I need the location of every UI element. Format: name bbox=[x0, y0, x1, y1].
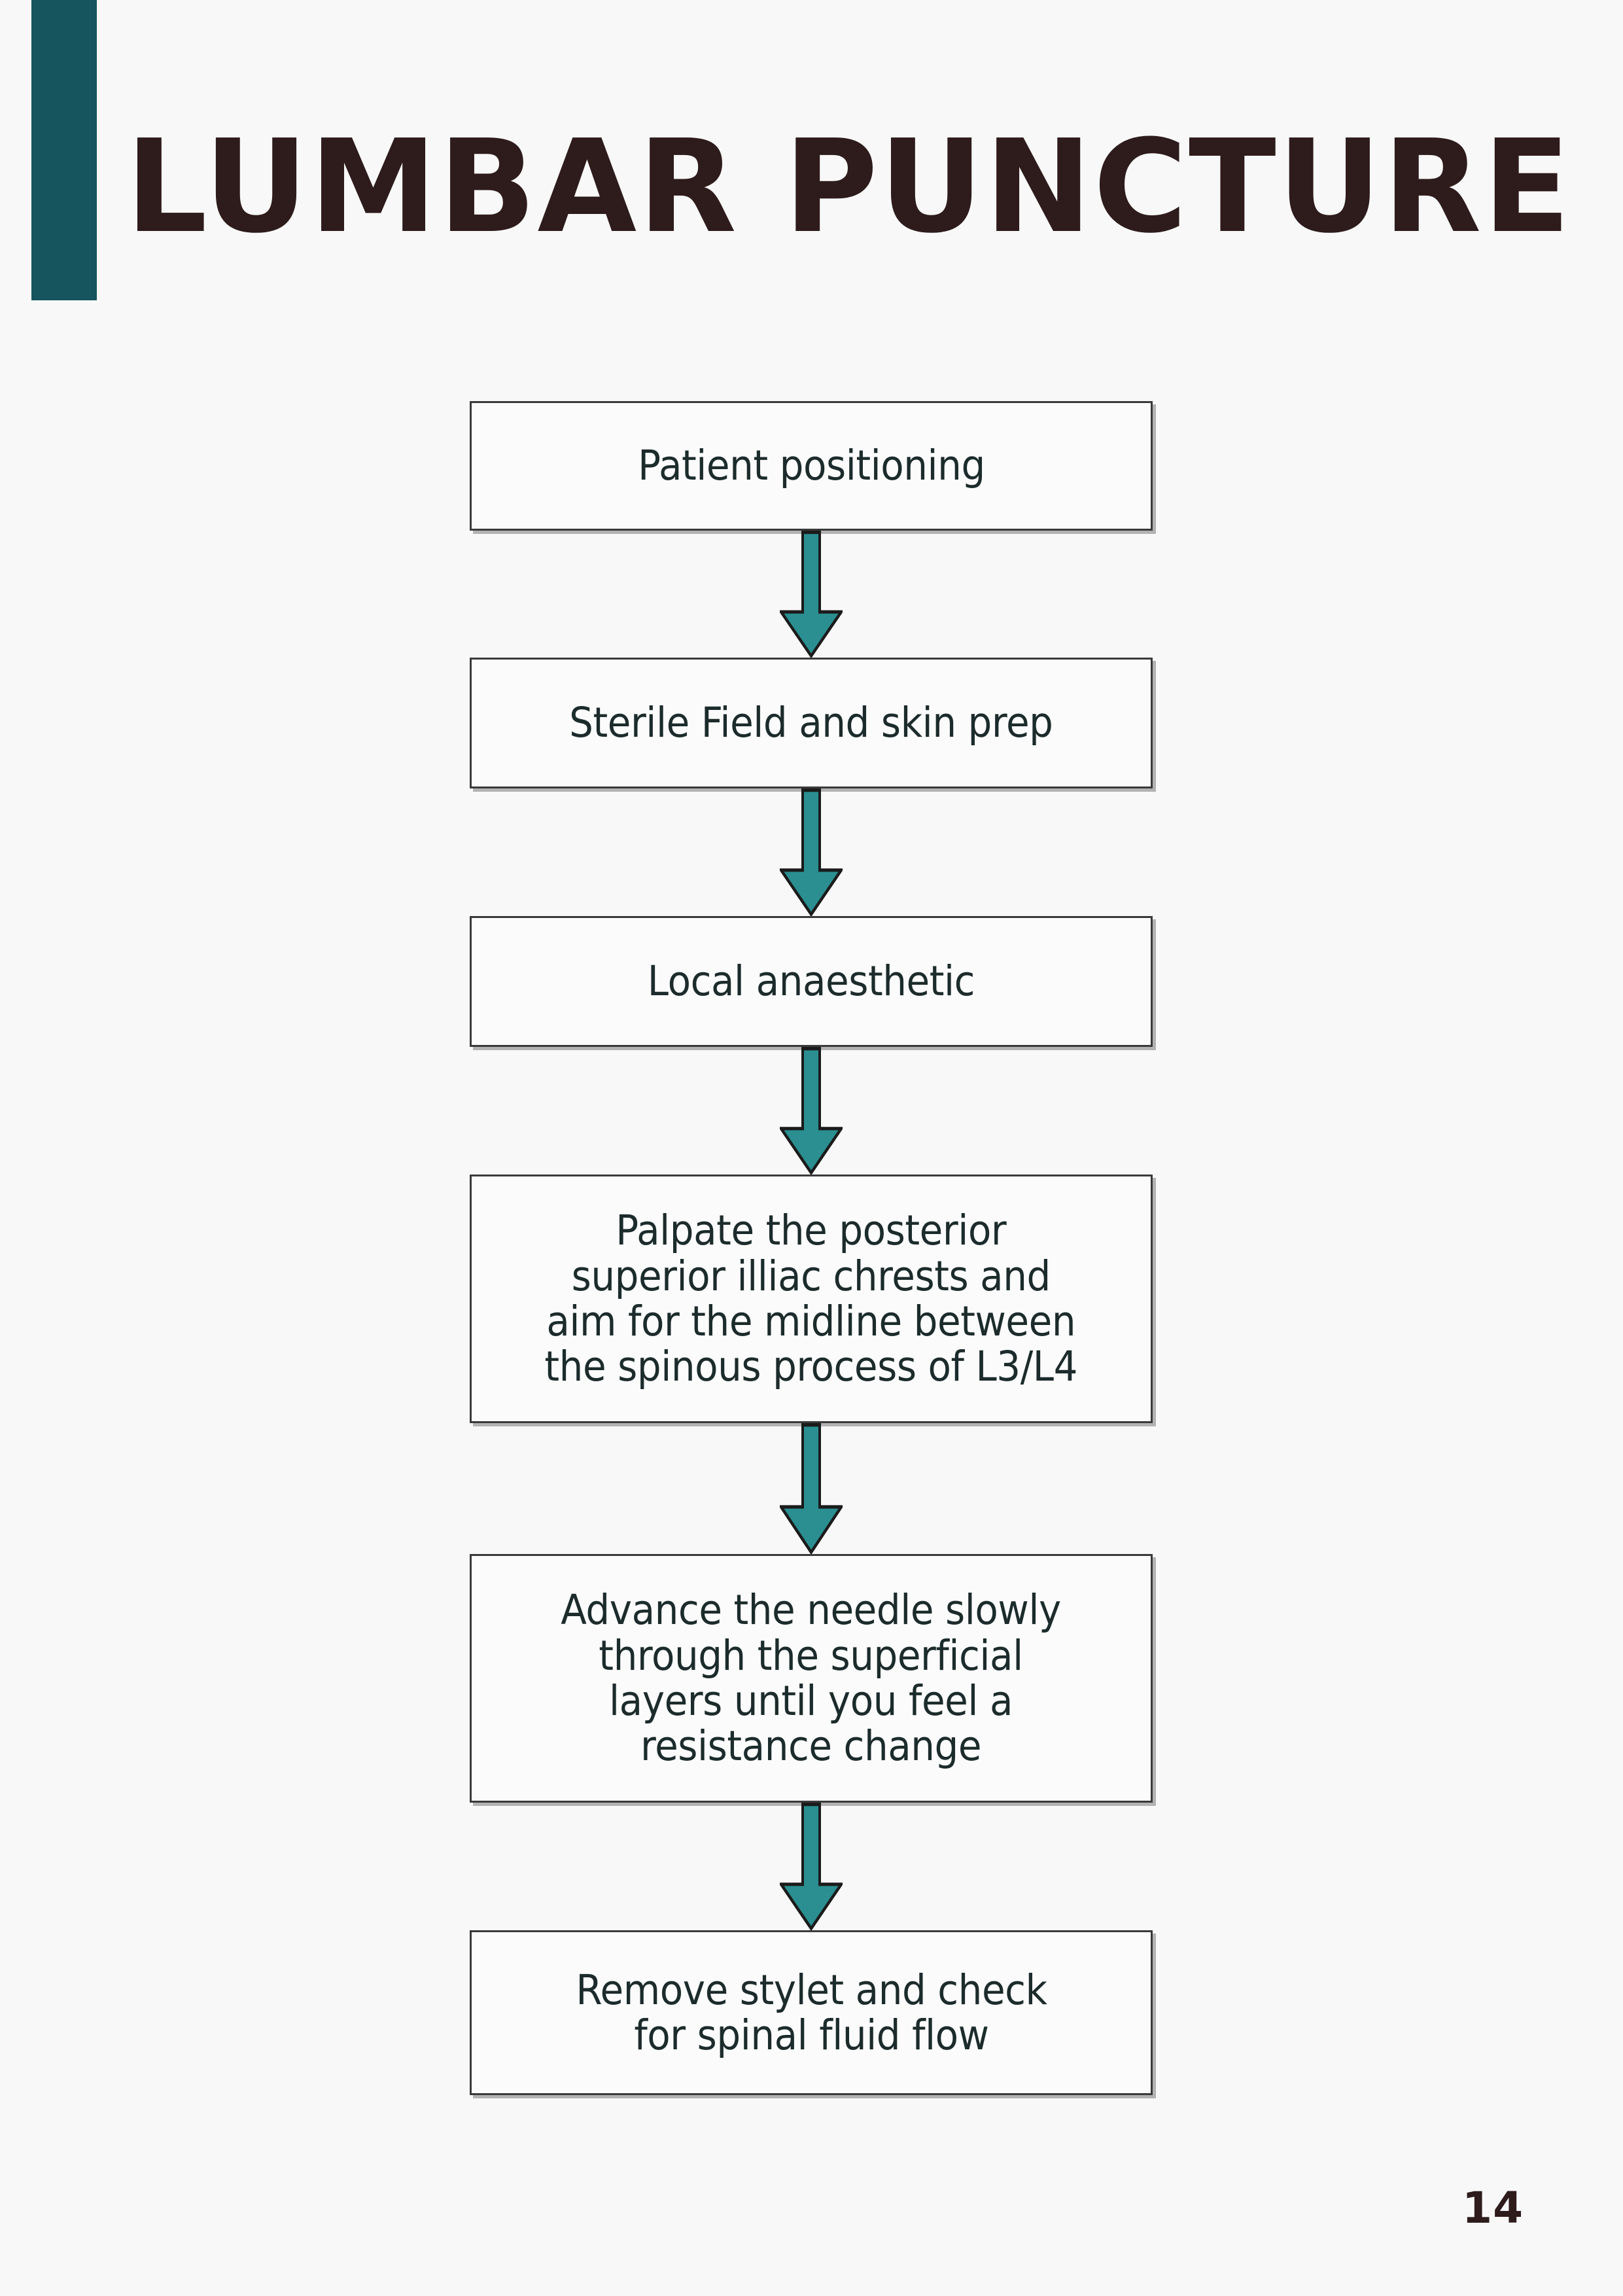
flow-step-3[interactable]: Local anaesthetic bbox=[470, 916, 1153, 1047]
page-number: 14 bbox=[1462, 2183, 1524, 2233]
flow-step-4[interactable]: Palpate the posterior superior illiac ch… bbox=[470, 1174, 1153, 1423]
flow-step-2-label: Sterile Field and skin prep bbox=[569, 699, 1053, 747]
flow-step-2[interactable]: Sterile Field and skin prep bbox=[470, 658, 1153, 788]
down-arrow-icon bbox=[780, 531, 843, 658]
connector-2 bbox=[470, 788, 1153, 916]
lumbar-puncture-flowchart: Patient positioning Sterile Field and sk… bbox=[470, 401, 1153, 2095]
connector-1 bbox=[470, 531, 1153, 658]
connector-5 bbox=[470, 1803, 1153, 1930]
down-arrow-icon bbox=[780, 1047, 843, 1174]
flow-step-6-label: Remove stylet and check for spinal fluid… bbox=[575, 1966, 1047, 2059]
down-arrow-icon bbox=[780, 1423, 843, 1554]
connector-4 bbox=[470, 1423, 1153, 1554]
connector-3 bbox=[470, 1047, 1153, 1174]
flow-step-5[interactable]: Advance the needle slowly through the su… bbox=[470, 1554, 1153, 1803]
down-arrow-icon bbox=[780, 1803, 843, 1930]
accent-bar bbox=[31, 0, 97, 300]
flow-step-1[interactable]: Patient positioning bbox=[470, 401, 1153, 531]
flow-step-3-label: Local anaesthetic bbox=[647, 957, 975, 1006]
flow-step-1-label: Patient positioning bbox=[637, 442, 985, 490]
page-title: LUMBAR PUNCTURE bbox=[126, 113, 1572, 262]
flow-step-5-label: Advance the needle slowly through the su… bbox=[561, 1586, 1062, 1771]
down-arrow-icon bbox=[780, 788, 843, 916]
flow-step-6[interactable]: Remove stylet and check for spinal fluid… bbox=[470, 1930, 1153, 2095]
flow-step-4-label: Palpate the posterior superior illiac ch… bbox=[544, 1207, 1078, 1391]
